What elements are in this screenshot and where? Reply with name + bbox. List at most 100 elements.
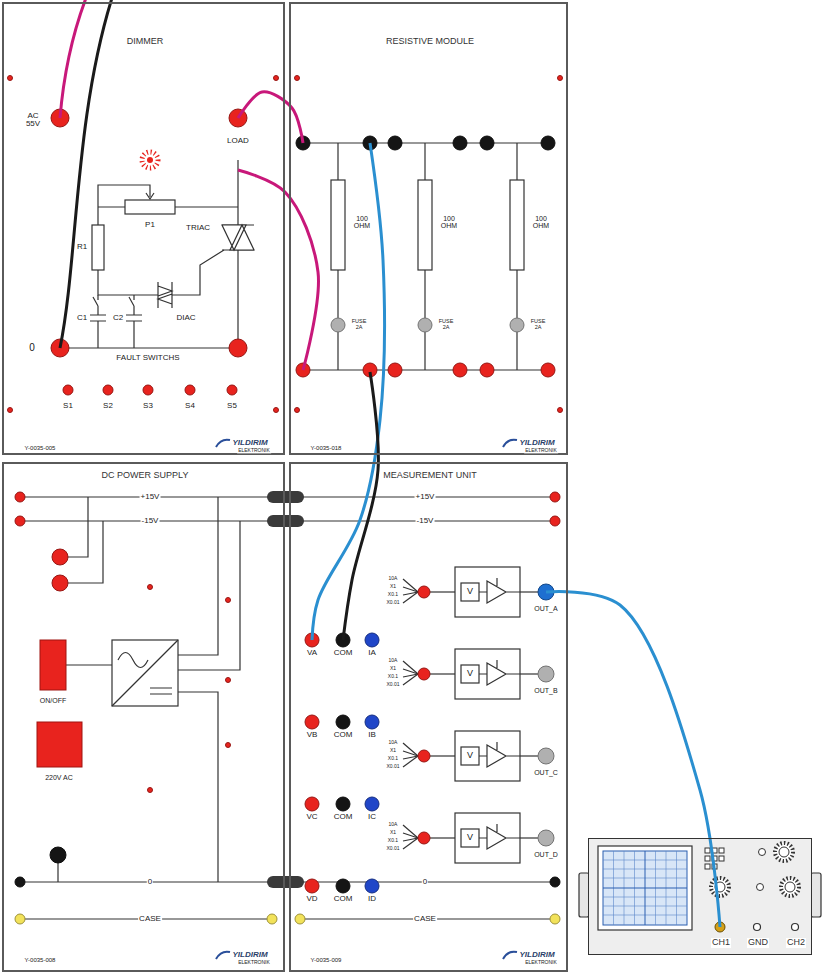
terminal-jack: [541, 363, 555, 377]
panel-label: -15V: [141, 517, 160, 525]
panel-label: S1: [62, 402, 74, 410]
panel-label: X0.01: [385, 846, 400, 851]
panel-label: 0: [422, 878, 428, 886]
terminal-jack: [480, 136, 494, 150]
panel-label: X0.01: [385, 764, 400, 769]
terminal-jack: [15, 516, 25, 526]
terminal-jack: [15, 492, 25, 502]
terminal-jack: [388, 136, 402, 150]
panel-title: MEASUREMENT UNIT: [382, 471, 477, 481]
panel-label: 10A: [388, 576, 399, 581]
panel-label: YILDIRIM: [518, 951, 555, 959]
patch-cord: [343, 372, 378, 640]
panel-label: FAULT SWITCHS: [115, 354, 180, 362]
panel-label: V: [466, 751, 474, 760]
supply-circuit: [20, 497, 272, 919]
panel-label: X1: [389, 748, 397, 753]
terminal-jack: [418, 832, 430, 844]
terminal-jack: [227, 385, 237, 395]
module-panel: RESISTIVE MODULE: [289, 2, 568, 455]
panel-label: R1: [76, 243, 88, 251]
panel-title: DC POWER SUPPLY: [101, 471, 190, 481]
amplifier-symbol: [403, 567, 538, 863]
terminal-jack: [103, 385, 113, 395]
terminal-jack: [305, 879, 319, 893]
terminal-jack: [52, 549, 68, 565]
panel-label: S2: [102, 402, 114, 410]
terminal-jack: [50, 847, 66, 863]
terminal-jack: [550, 516, 560, 526]
patch-cord: [312, 143, 384, 640]
panel-label: VA: [306, 649, 318, 657]
panel-label: X0.1: [387, 592, 399, 597]
oscilloscope: CH1GNDCH2: [588, 838, 812, 955]
bus-link: [273, 491, 298, 503]
panel-label: 220V AC: [44, 774, 74, 781]
terminal-jack: [453, 363, 467, 377]
panel-label: VC: [305, 813, 318, 821]
terminal-jack: [148, 585, 153, 590]
panel-label: YILDIRIM: [518, 439, 555, 447]
panel-label: 100 OHM: [528, 215, 554, 230]
panel-label: 0: [147, 878, 153, 886]
terminal-jack: [229, 339, 247, 357]
terminal-jack: [274, 408, 279, 413]
panel-label: YILDIRIM: [231, 951, 268, 959]
terminal-jack: [418, 668, 430, 680]
terminal-set: [8, 76, 563, 925]
terminal-jack: [365, 715, 379, 729]
panel-label: 10A: [388, 740, 399, 745]
panel-label: 10A: [388, 822, 399, 827]
supply-wire: [60, 0, 86, 118]
terminal-jack: [538, 666, 554, 682]
panel-label: VD: [305, 895, 318, 903]
panel-title: DIMMER: [126, 37, 165, 47]
panel-label: V: [466, 833, 474, 842]
terminal-jack: [305, 715, 319, 729]
terminal-jack: [274, 76, 279, 81]
terminal-jack: [453, 136, 467, 150]
panel-label: ELEKTRONIK: [237, 448, 271, 453]
panel-label: COM: [333, 895, 354, 903]
terminal-jack: [418, 318, 432, 332]
terminal-jack: [336, 879, 350, 893]
terminal-jack: [267, 914, 277, 924]
panel-label: DIAC: [175, 314, 196, 322]
panel-label: FUSE 2A: [528, 319, 548, 331]
terminal-jack: [550, 877, 560, 887]
resistor-symbol: [331, 143, 524, 370]
terminal-jack: [480, 363, 494, 377]
panel-label: YILDIRIM: [231, 439, 268, 447]
panel-label: C2: [112, 314, 124, 322]
terminal-jack: [226, 678, 231, 683]
panel-label: C1: [76, 314, 88, 322]
panel-label: V: [466, 587, 474, 596]
terminal-jack: [226, 743, 231, 748]
terminal-jack: [226, 598, 231, 603]
panel-label: Y-0035-005: [24, 445, 57, 451]
terminal-jack: [295, 76, 300, 81]
panel-label: VB: [306, 731, 319, 739]
terminal-jack: [8, 76, 13, 81]
terminal-jack: [148, 788, 153, 793]
oscilloscope-body: [579, 838, 821, 955]
panel-label: 100 OHM: [349, 215, 375, 230]
panel-label: 0: [28, 343, 36, 354]
panel-label: OUT_C: [533, 769, 559, 776]
panel-label: COM: [333, 649, 354, 657]
panel-label: OUT_A: [533, 605, 558, 612]
panel-label: S5: [226, 402, 238, 410]
terminal-jack: [538, 748, 554, 764]
terminal-jack: [418, 586, 430, 598]
panel-label: IA: [367, 649, 377, 657]
panel-label: ID: [367, 895, 377, 903]
dimmer-circuit: [60, 152, 254, 348]
panel-label: P1: [144, 221, 156, 229]
terminal-jack: [550, 492, 560, 502]
terminal-jack: [295, 914, 305, 924]
panel-label: OUT_B: [533, 687, 558, 694]
terminal-jack: [538, 830, 554, 846]
module-panel: DC POWER SUPPLY: [2, 462, 285, 972]
terminal-jack: [336, 797, 350, 811]
